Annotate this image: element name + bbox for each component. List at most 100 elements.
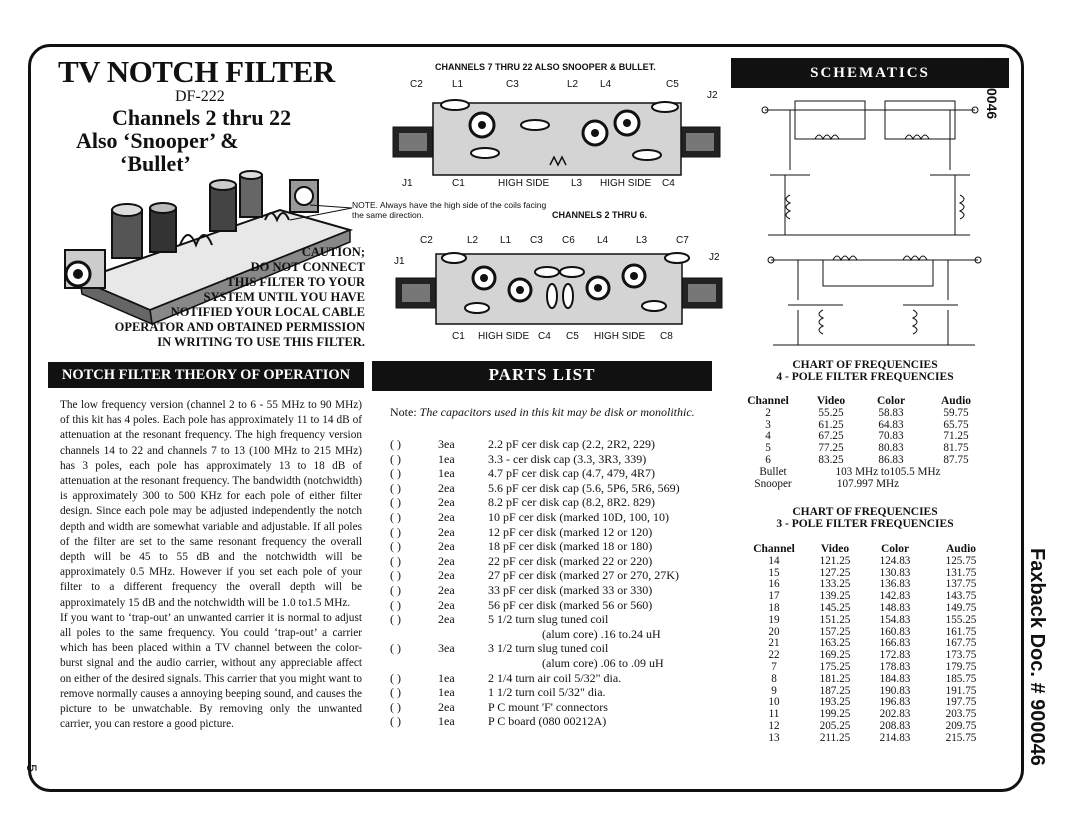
- checkbox: ( ): [390, 582, 401, 597]
- checkbox: ( ): [390, 509, 401, 524]
- caution-line: CAUTION;: [301, 245, 365, 259]
- table-cell: 202.83: [879, 708, 911, 721]
- table-cell: 8: [771, 672, 777, 685]
- chart4-title-line1: CHART OF FREQUENCIES: [792, 359, 938, 371]
- table-cell: 133.25: [819, 578, 851, 591]
- label-high-side: HIGH SIDE: [498, 178, 550, 189]
- subtitle-snooper: Also ‘Snooper’ &: [76, 128, 239, 153]
- table-cell: 20: [768, 625, 780, 638]
- description: 22 pF cer disk (marked 22 or 220): [488, 553, 653, 568]
- checkbox: ( ): [390, 699, 401, 714]
- label-l2: L2: [567, 79, 579, 90]
- table-cell: 154.83: [879, 613, 911, 626]
- doc-code: 990-0046: [984, 60, 1000, 120]
- table-cell: 167.75: [945, 637, 977, 650]
- table-cell: 172.83: [879, 649, 911, 662]
- schematic-3-pole: [761, 100, 979, 236]
- label-l3: L3: [571, 178, 583, 189]
- label-c8: C8: [660, 331, 673, 342]
- table-cell: 211.25: [819, 731, 851, 744]
- table-cell: 130.83: [879, 566, 911, 579]
- parts-heading: PARTS LIST: [372, 361, 712, 391]
- col-header: Color: [880, 543, 910, 555]
- col-header: Audio: [940, 395, 972, 407]
- chart3-title: CHART OF FREQUENCIES 3 - POLE FILTER FRE…: [745, 506, 985, 530]
- table-cell: 59.75: [943, 406, 969, 419]
- table-cell: 203.75: [945, 708, 977, 721]
- subtitle-channels: Channels 2 thru 22: [112, 105, 292, 130]
- schematic-4-pole: [767, 255, 982, 346]
- parts-note: Note: The capacitors used in this kit ma…: [390, 405, 710, 419]
- quantity: 2ea: [438, 568, 455, 583]
- page-border: [28, 44, 1024, 792]
- label-j2: J2: [707, 90, 718, 101]
- table-cell: 58.83: [878, 406, 904, 419]
- table-cell: 9: [771, 684, 777, 697]
- description: 2.2 pF cer disk cap (2.2, 2R2, 229): [488, 437, 655, 451]
- table-cell: 214.83: [879, 731, 911, 744]
- label-c4: C4: [662, 178, 675, 189]
- checkbox: ( ): [390, 539, 401, 554]
- checkbox: ( ): [390, 451, 401, 466]
- caution-line: IN WRITING TO USE THIS FILTER.: [157, 335, 365, 349]
- checkbox: ( ): [390, 480, 401, 495]
- table-cell: 61.25: [818, 418, 844, 431]
- chart4-title: CHART OF FREQUENCIES 4 - POLE FILTER FRE…: [745, 359, 985, 383]
- quantity: 2ea: [438, 597, 455, 612]
- caution-line: SYSTEM UNTIL YOU HAVE: [203, 290, 366, 304]
- table-cell: 71.25: [943, 430, 969, 443]
- chart3-title-line1: CHART OF FREQUENCIES: [792, 506, 938, 518]
- coil-note: NOTE. Always have the high side of the c…: [352, 200, 547, 220]
- description-continued: (alum core) .06 to .09 uH: [542, 655, 664, 670]
- subtitle-bullet: ‘Bullet’: [120, 151, 191, 176]
- snooper-label: Snooper: [754, 477, 792, 490]
- table-cell: 161.75: [945, 625, 977, 638]
- table-cell: 124.83: [879, 554, 911, 567]
- col-header: Color: [876, 395, 906, 407]
- table-cell: 136.83: [879, 578, 911, 591]
- table-cell: 22: [768, 649, 780, 662]
- table-cell: 179.75: [945, 660, 977, 673]
- checkbox: ( ): [390, 568, 401, 583]
- table-cell: 3: [765, 418, 771, 431]
- filter-device-illustration: [64, 170, 354, 326]
- description: 12 pF cer disk (marked 12 or 120): [488, 524, 653, 539]
- quantity: 2ea: [438, 612, 455, 627]
- caution-notice: CAUTION; DO NOT CONNECT THIS FILTER TO Y…: [70, 245, 365, 350]
- col-header: Channel: [747, 395, 789, 407]
- quantity: 2ea: [438, 524, 455, 539]
- table-cell: 77.25: [818, 442, 844, 455]
- table-cell: 10: [768, 696, 780, 709]
- table-cell: 127.25: [819, 566, 851, 579]
- caution-line: OPERATOR AND OBTAINED PERMISSION: [114, 320, 365, 334]
- label-c6: C6: [562, 235, 575, 246]
- description: 5.6 pF cer disk cap (5.6, 5P6, 5R6, 569): [488, 480, 680, 495]
- label-c2: C2: [410, 79, 423, 90]
- description: 8.2 pF cer disk cap (8.2, 8R2. 829): [488, 495, 655, 510]
- table-cell: 125.75: [945, 554, 977, 567]
- parts-note-text: The capacitors used in this kit may be d…: [419, 405, 695, 419]
- quantity: 1ea: [438, 451, 455, 466]
- description: P C board (080 00212A): [488, 714, 607, 729]
- description: 18 pF cer disk (marked 18 or 180): [488, 539, 653, 554]
- table-cell: 169.25: [819, 649, 851, 662]
